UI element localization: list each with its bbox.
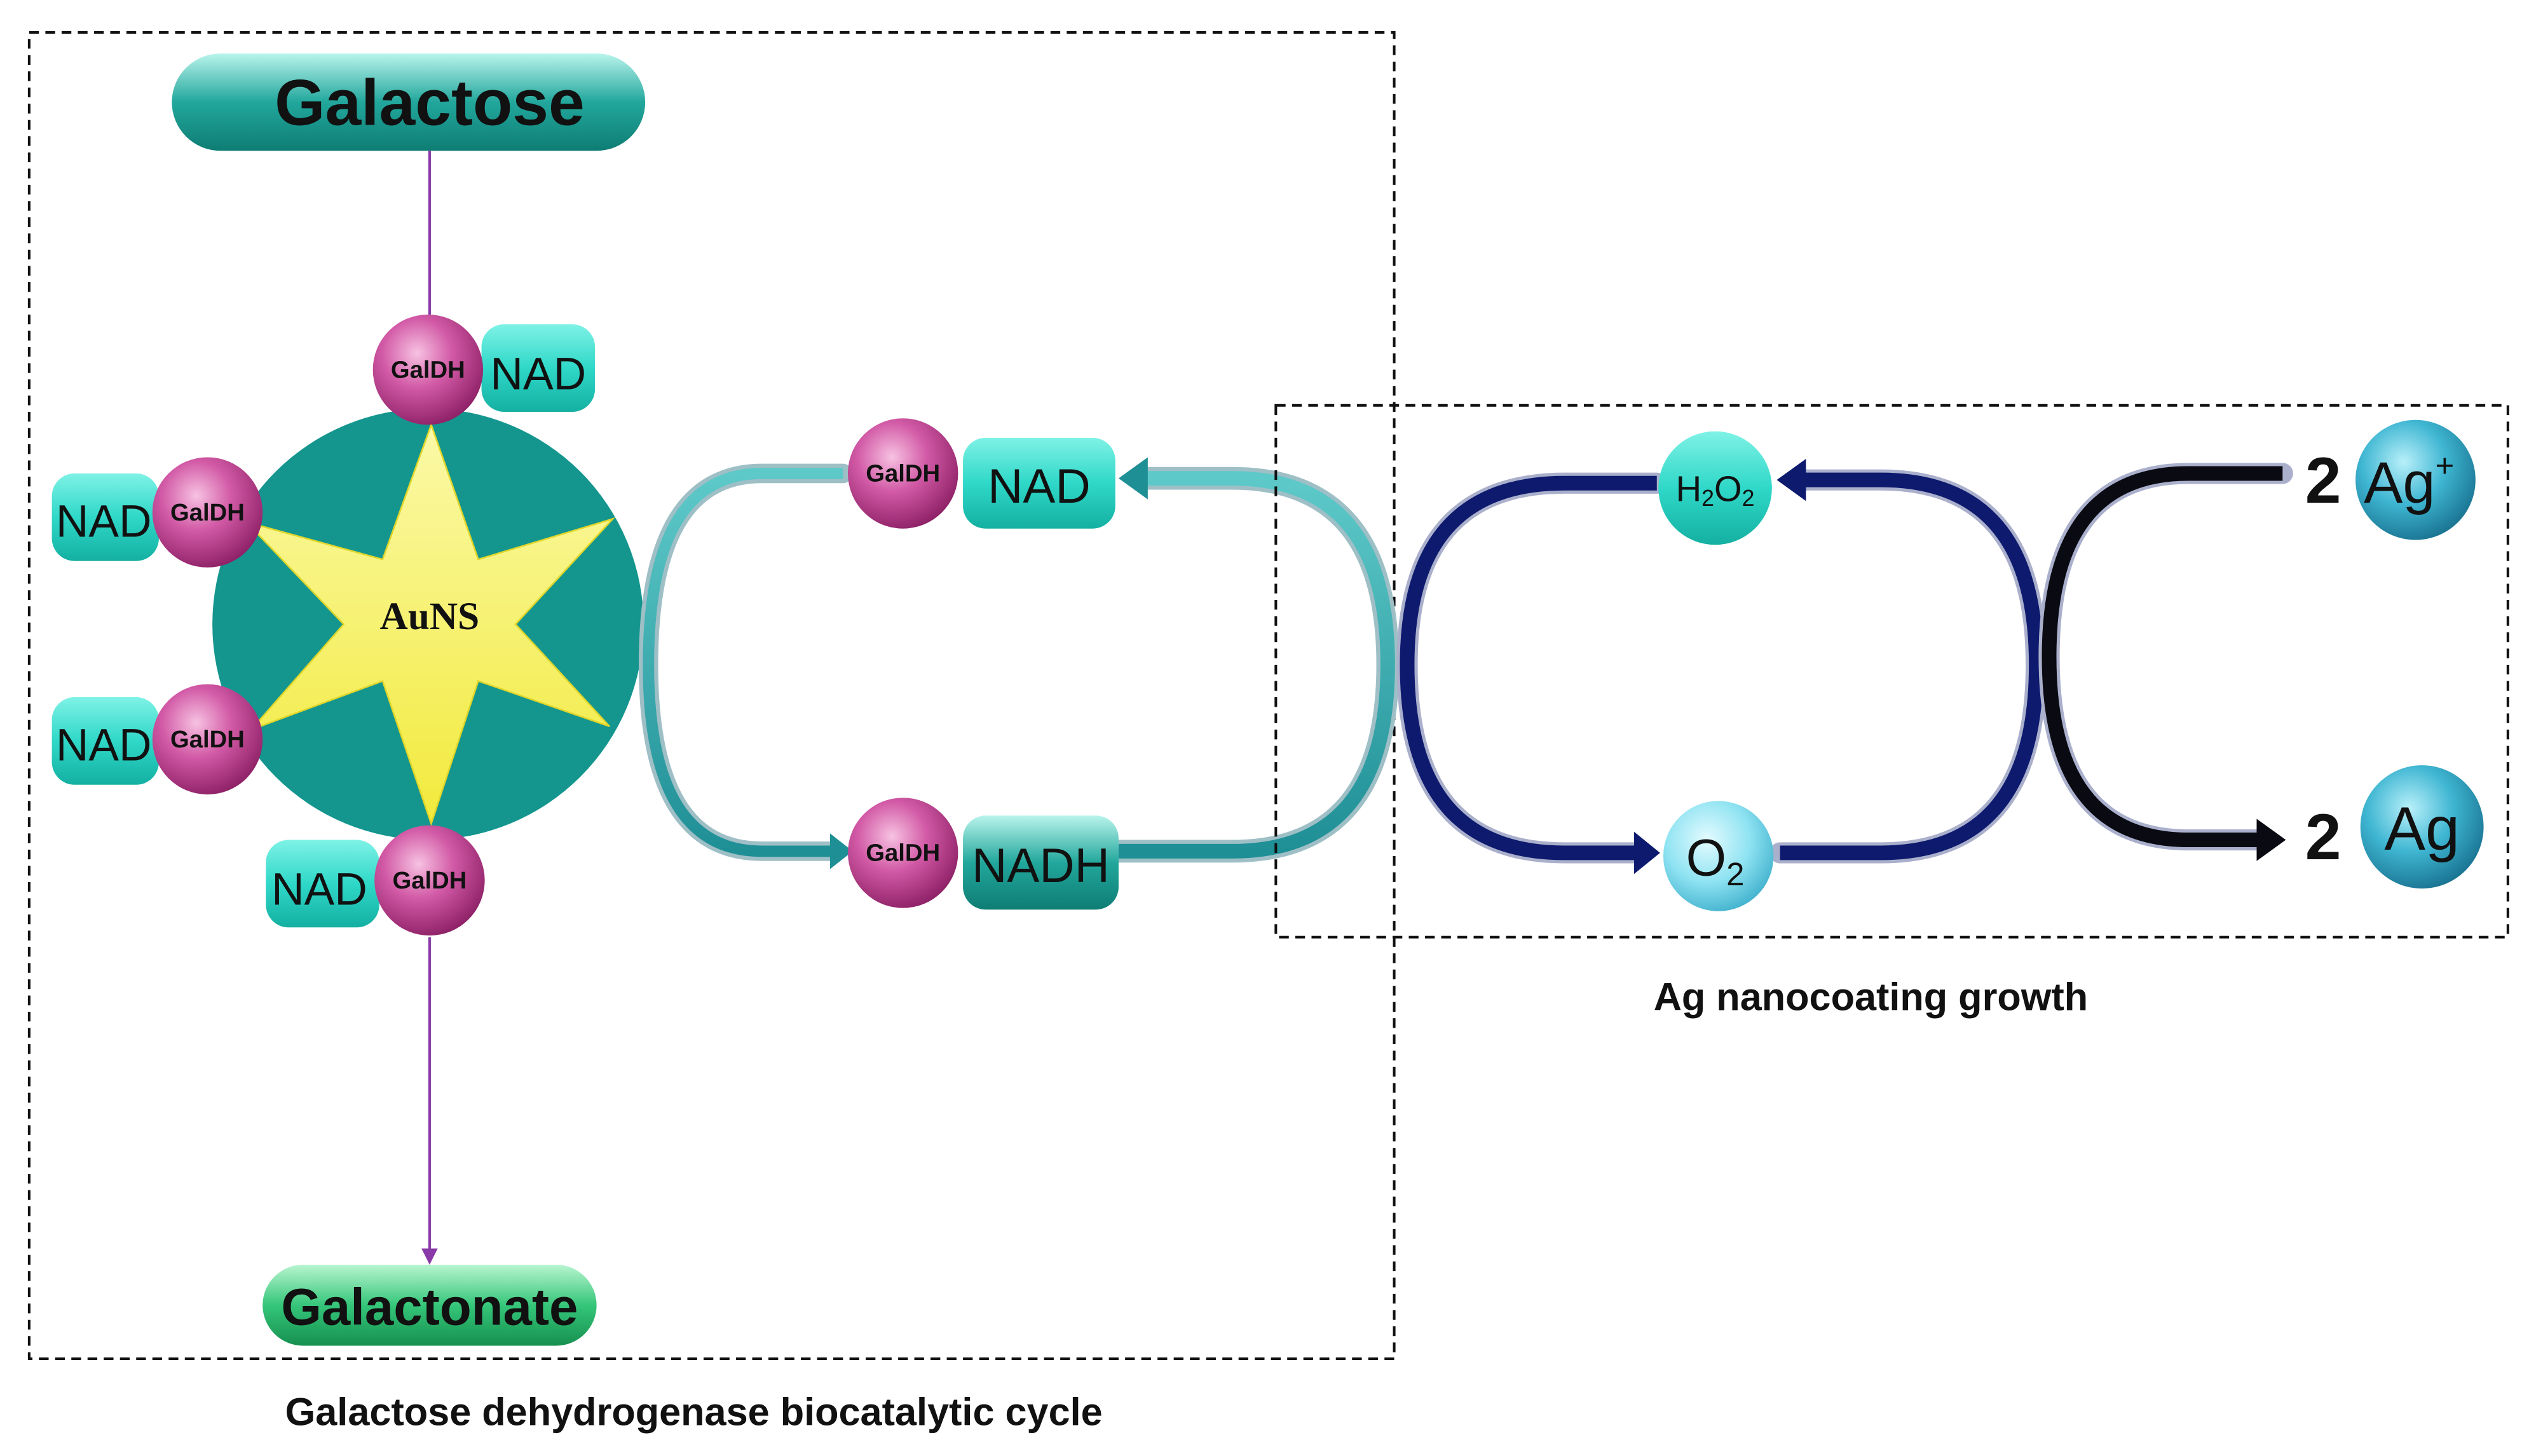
navy-arrowhead-to-h2o2 bbox=[1776, 458, 1806, 501]
galdh-sphere bbox=[152, 457, 263, 568]
left-box-caption: Galactose dehydrogenase biocatalytic cyc… bbox=[285, 1391, 1103, 1434]
teal-cycle-left-arc-inner bbox=[643, 468, 843, 857]
nad-label: NAD bbox=[271, 864, 367, 915]
galdh-sphere bbox=[374, 825, 485, 936]
silver-arrowhead bbox=[2256, 819, 2286, 861]
cycle-galdh-nadh: NADH GalDH bbox=[847, 798, 1119, 910]
o2-sphere: O2 bbox=[1663, 801, 1774, 911]
coefficient-top: 2 bbox=[2305, 444, 2342, 517]
silver-metal-label: Ag bbox=[2384, 794, 2460, 863]
nad-label: NAD bbox=[56, 720, 152, 771]
teal-arrowhead-to-nad bbox=[1118, 457, 1148, 500]
o2-label: O2 bbox=[1686, 829, 1745, 892]
galdh-nad-top: NAD GalDH bbox=[372, 314, 596, 425]
product-arrowhead bbox=[421, 1248, 438, 1265]
nad-label: NAD bbox=[56, 496, 152, 547]
galactose-pill: Galactose bbox=[172, 53, 646, 151]
nad-label: NAD bbox=[490, 348, 586, 399]
galdh-label: GalDH bbox=[170, 499, 245, 526]
silver-ion-sphere: Ag+ bbox=[2355, 419, 2476, 540]
teal-cycle-right-arc-inner bbox=[1118, 471, 1395, 859]
cycle-galdh-nad: NAD GalDH bbox=[847, 418, 1115, 529]
silver-metal-sphere: Ag bbox=[2360, 765, 2484, 889]
galactonate-pill: Galactonate bbox=[262, 1264, 597, 1346]
coefficient-bottom: 2 bbox=[2305, 801, 2342, 873]
galdh-label: GalDH bbox=[391, 356, 465, 383]
navy-cycle-right-arc-inner bbox=[1780, 472, 2044, 861]
galactose-label: Galactose bbox=[275, 66, 585, 139]
navy-cycle-left-arc-inner bbox=[1400, 475, 1657, 861]
right-box-caption: Ag nanocoating growth bbox=[1654, 975, 2088, 1018]
galdh-sphere bbox=[152, 684, 263, 795]
galdh-sphere bbox=[372, 314, 484, 425]
right-dashed-frame bbox=[1274, 404, 2509, 939]
galdh-nad-left-lower: NAD GalDH bbox=[51, 684, 263, 795]
teal-arrowhead-to-nadh bbox=[829, 833, 853, 869]
galdh-nad-left-upper: NAD GalDH bbox=[51, 457, 263, 568]
h2o2-label: H2O2 bbox=[1676, 468, 1755, 511]
galactonate-label: Galactonate bbox=[281, 1278, 578, 1336]
galdh-label: GalDH bbox=[866, 460, 940, 487]
h2o2-sphere: H2O2 bbox=[1658, 431, 1772, 545]
galdh-sphere bbox=[847, 418, 958, 529]
galdh-nad-bottom: NAD GalDH bbox=[266, 825, 485, 936]
cycle-nadh-label: NADH bbox=[972, 839, 1110, 893]
galdh-sphere bbox=[847, 798, 958, 908]
galdh-label: GalDH bbox=[392, 867, 467, 894]
galdh-label: GalDH bbox=[866, 840, 940, 867]
navy-arrowhead-to-o2 bbox=[1634, 831, 1660, 874]
silver-reduction-arc-inner bbox=[2042, 466, 2283, 848]
silver-ion-label: Ag+ bbox=[2364, 447, 2454, 515]
cycle-nad-label: NAD bbox=[988, 459, 1091, 514]
auns-label: AuNS bbox=[380, 595, 479, 638]
galdh-label: GalDH bbox=[170, 726, 245, 753]
